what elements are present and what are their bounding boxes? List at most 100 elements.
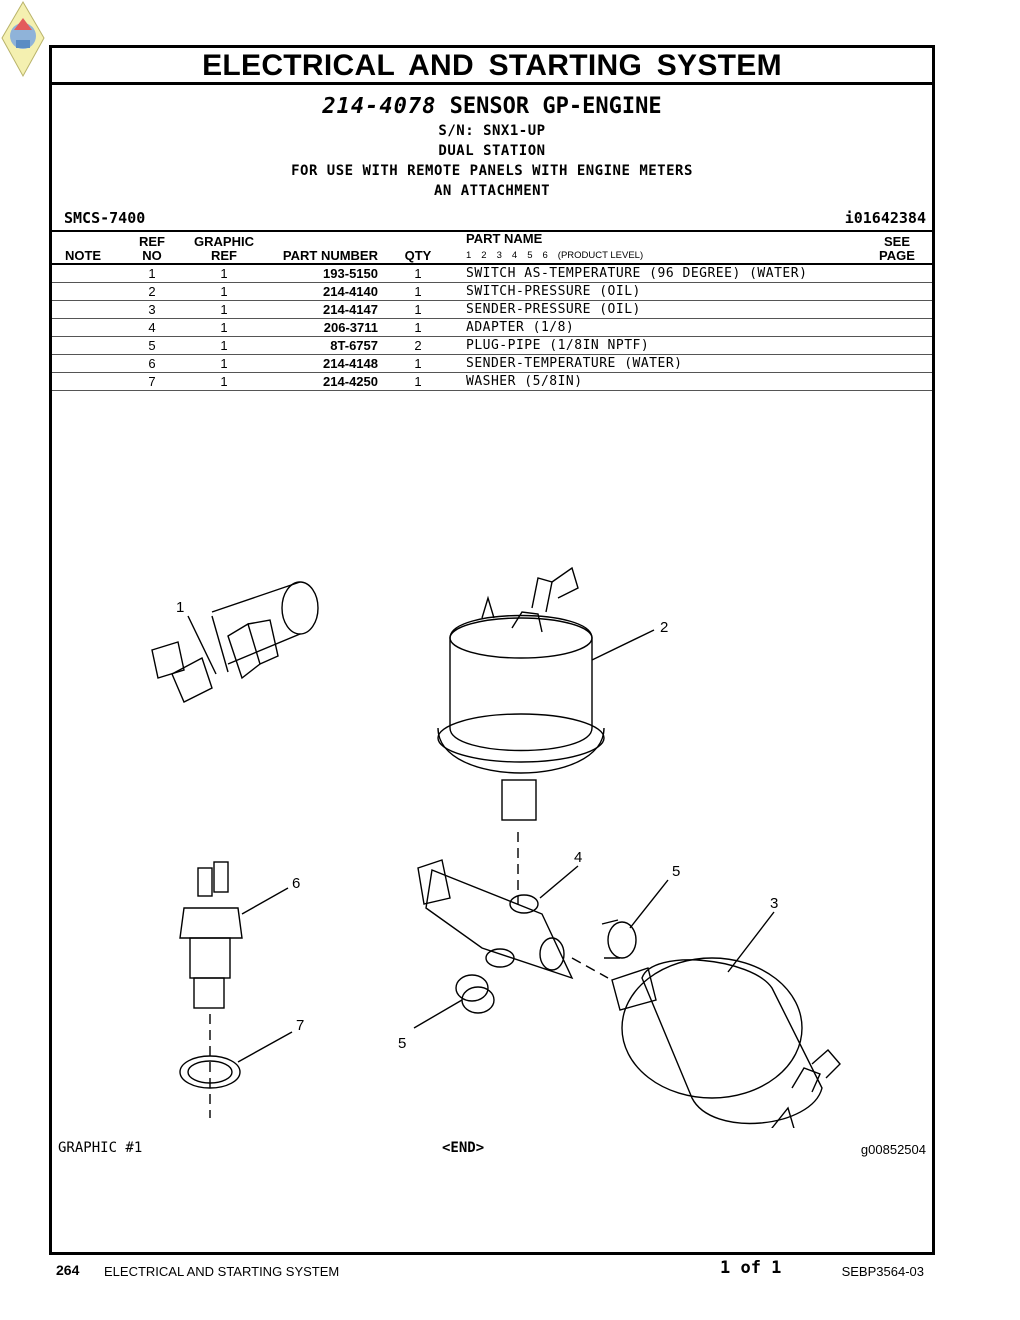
group-title: 214-4078 SENSOR GP-ENGINE: [52, 93, 932, 121]
row-note: [52, 300, 114, 319]
publisher-logo: [0, 0, 46, 80]
group-note-1: DUAL STATION: [438, 143, 546, 159]
group-header: 214-4078 SENSOR GP-ENGINE S/N: SNX1-UP D…: [52, 93, 932, 201]
row-graphic-ref: 1: [190, 282, 258, 301]
table-row: 7 1 214-4250 1 WASHER (5/8IN): [52, 372, 932, 391]
row-see-page: [862, 336, 932, 355]
row-note: [52, 282, 114, 301]
footer-section: ELECTRICAL AND STARTING SYSTEM: [104, 1264, 340, 1279]
callout-2: 2: [660, 619, 668, 636]
row-ref-no: 2: [114, 282, 190, 301]
row-note: [52, 372, 114, 391]
row-note: [52, 264, 114, 283]
row-part-name: SWITCH-PRESSURE (OIL): [458, 282, 862, 301]
row-qty: 1: [378, 318, 458, 337]
row-part-name: ADAPTER (1/8): [458, 318, 862, 337]
row-see-page: [862, 264, 932, 283]
row-graphic-ref: 1: [190, 336, 258, 355]
table-row: 4 1 206-3711 1 ADAPTER (1/8): [52, 318, 932, 337]
group-name: SENSOR GP-ENGINE: [449, 94, 662, 119]
row-graphic-ref: 1: [190, 300, 258, 319]
group-part-number: 214-4078: [322, 94, 437, 119]
row-qty: 2: [378, 336, 458, 355]
row-part-name: WASHER (5/8IN): [458, 372, 862, 391]
row-qty: 1: [378, 354, 458, 373]
pressure-sender-drawing: [611, 957, 841, 1154]
row-part-name: SWITCH AS-TEMPERATURE (96 DEGREE) (WATER…: [458, 264, 862, 283]
page-number: 264: [56, 1262, 80, 1278]
row-graphic-ref: 1: [190, 318, 258, 337]
row-note: [52, 318, 114, 337]
group-note-2: FOR USE WITH REMOTE PANELS WITH ENGINE M…: [291, 163, 693, 179]
table-row: 3 1 214-4147 1 SENDER-PRESSURE (OIL): [52, 300, 932, 319]
row-see-page: [862, 318, 932, 337]
table-row: 6 1 214-4148 1 SENDER-TEMPERATURE (WATER…: [52, 354, 932, 373]
page-frame: ELECTRICAL AND STARTING SYSTEM 214-4078 …: [49, 45, 935, 1255]
table-row: 5 1 8T-6757 2 PLUG-PIPE (1/8IN NPTF): [52, 336, 932, 355]
section-title-bar: ELECTRICAL AND STARTING SYSTEM: [52, 48, 932, 85]
row-note: [52, 336, 114, 355]
group-note-3: AN ATTACHMENT: [433, 183, 551, 199]
row-qty: 1: [378, 282, 458, 301]
callout-5b: 5: [398, 1035, 406, 1052]
reference-row: SMCS-7400 i01642384: [52, 209, 932, 233]
callout-numbers: 1 2 3 4 5 5 6 7: [176, 599, 778, 1052]
row-part-number: 8T-6757: [258, 336, 378, 355]
row-qty: 1: [378, 300, 458, 319]
end-marker: <END>: [442, 1140, 485, 1156]
pressure-switch-drawing: [437, 566, 605, 821]
page-of-count: 1 of 1: [720, 1258, 782, 1278]
callout-4: 4: [574, 849, 582, 866]
row-part-number: 214-4250: [258, 372, 378, 391]
adapter-drawing: [417, 859, 574, 980]
row-part-number: 214-4148: [258, 354, 378, 373]
row-ref-no: 4: [114, 318, 190, 337]
row-ref-no: 1: [114, 264, 190, 283]
exploded-view-diagram: 1 2 3 4 5 5 6 7: [151, 566, 841, 1154]
row-see-page: [862, 354, 932, 373]
row-graphic-ref: 1: [190, 264, 258, 283]
row-graphic-ref: 1: [190, 354, 258, 373]
diamond-logo-icon: [1, 1, 45, 78]
graphic-id: g00852504: [860, 1142, 926, 1157]
table-row: 1 1 193-5150 1 SWITCH AS-TEMPERATURE (96…: [52, 264, 932, 283]
callout-1: 1: [176, 599, 184, 616]
row-part-number: 214-4147: [258, 300, 378, 319]
temperature-sender-drawing: [179, 861, 243, 1009]
row-see-page: [862, 282, 932, 301]
callout-leaders: [187, 615, 775, 1063]
temperature-switch-drawing: [151, 581, 319, 703]
publication-number: SEBP3564-03: [841, 1264, 924, 1279]
row-note: [52, 354, 114, 373]
row-qty: 1: [378, 264, 458, 283]
callout-3: 3: [770, 895, 778, 912]
row-ref-no: 7: [114, 372, 190, 391]
illustration-id: i01642384: [844, 209, 926, 227]
row-part-name: PLUG-PIPE (1/8IN NPTF): [458, 336, 862, 355]
header-part-number: PART NUMBER: [258, 230, 378, 265]
row-part-name: SENDER-PRESSURE (OIL): [458, 300, 862, 319]
table-row: 2 1 214-4140 1 SWITCH-PRESSURE (OIL): [52, 282, 932, 301]
row-graphic-ref: 1: [190, 372, 258, 391]
row-ref-no: 6: [114, 354, 190, 373]
callout-6: 6: [292, 875, 300, 892]
serial-number: S/N: SNX1-UP: [438, 123, 546, 139]
header-qty: QTY: [378, 230, 458, 265]
smcs-code: SMCS-7400: [64, 209, 146, 227]
row-ref-no: 3: [114, 300, 190, 319]
parts-illustration: 1 2 3 4 5 5 6 7: [52, 488, 932, 1154]
row-part-number: 214-4140: [258, 282, 378, 301]
graphic-caption: GRAPHIC #1: [58, 1140, 143, 1156]
row-part-number: 206-3711: [258, 318, 378, 337]
row-qty: 1: [378, 372, 458, 391]
row-see-page: [862, 372, 932, 391]
row-part-name: SENDER-TEMPERATURE (WATER): [458, 354, 862, 373]
assembly-lines: [209, 832, 609, 1118]
